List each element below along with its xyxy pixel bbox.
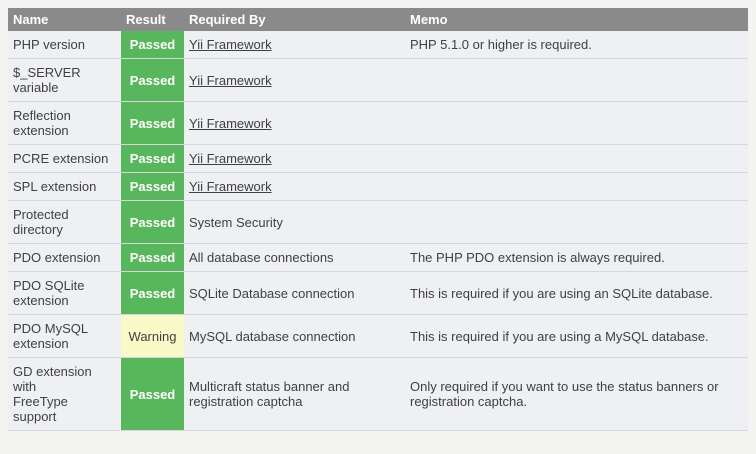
required-by-text: Multicraft status banner and registratio… xyxy=(189,379,350,409)
table-row: PCRE extension Passed Yii Framework xyxy=(8,144,748,173)
required-by-link[interactable]: Yii Framework xyxy=(189,179,272,194)
required-by-link[interactable]: Yii Framework xyxy=(189,151,272,166)
result-badge: Passed xyxy=(121,200,184,244)
table-row: GD extension with FreeType support Passe… xyxy=(8,357,748,431)
memo-cell: PHP 5.1.0 or higher is required. xyxy=(405,31,748,59)
table-row: PDO MySQL extension Warning MySQL databa… xyxy=(8,314,748,358)
name-text: GD extension with FreeType support xyxy=(13,364,92,424)
table-row: Protected directory Passed System Securi… xyxy=(8,200,748,244)
memo-cell: This is required if you are using a MySQ… xyxy=(405,314,748,358)
required-by-text: SQLite Database connection xyxy=(189,285,355,301)
memo-cell xyxy=(405,101,748,145)
required-by-cell: Yii Framework xyxy=(184,101,405,145)
required-by-text: All database connections xyxy=(189,250,334,265)
required-by-text: System Security xyxy=(189,214,283,230)
table-row: $_SERVER variable Passed Yii Framework xyxy=(8,58,748,102)
result-badge: Passed xyxy=(121,144,184,173)
memo-cell: This is required if you are using an SQL… xyxy=(405,271,748,315)
table-row: SPL extension Passed Yii Framework xyxy=(8,172,748,201)
result-badge: Passed xyxy=(121,357,184,431)
memo-cell xyxy=(405,58,748,102)
table-row: PDO extension Passed All database connec… xyxy=(8,243,748,272)
required-by-cell: MySQL database connection xyxy=(184,314,405,358)
result-badge: Passed xyxy=(121,243,184,272)
required-by-cell: All database connections xyxy=(184,243,405,272)
column-header-required-by: Required By xyxy=(184,8,405,31)
header-row: Name Result Required By Memo xyxy=(8,8,748,31)
memo-cell: Only required if you want to use the sta… xyxy=(405,357,748,431)
name-cell: PCRE extension xyxy=(8,144,121,173)
result-badge: Passed xyxy=(121,31,184,59)
name-cell: PDO MySQL extension xyxy=(8,314,121,358)
name-cell: $_SERVER variable xyxy=(8,58,121,102)
column-header-memo: Memo xyxy=(405,8,748,31)
column-header-name: Name xyxy=(8,8,121,31)
name-cell: Reflection extension xyxy=(8,101,121,145)
name-cell: PDO SQLite extension xyxy=(8,271,121,315)
name-cell: PHP version xyxy=(8,31,121,59)
result-badge: Warning xyxy=(121,314,184,358)
memo-cell: The PHP PDO extension is always required… xyxy=(405,243,748,272)
memo-cell xyxy=(405,200,748,244)
required-by-cell: Yii Framework xyxy=(184,58,405,102)
name-cell: PDO extension xyxy=(8,243,121,272)
name-cell: Protected directory xyxy=(8,200,121,244)
required-by-cell: Yii Framework xyxy=(184,31,405,59)
required-by-cell: Yii Framework xyxy=(184,172,405,201)
result-badge: Passed xyxy=(121,101,184,145)
memo-cell xyxy=(405,144,748,173)
required-by-link[interactable]: Yii Framework xyxy=(189,115,272,131)
requirements-table: Name Result Required By Memo PHP version… xyxy=(8,8,748,431)
required-by-text: MySQL database connection xyxy=(189,328,356,344)
column-header-result: Result xyxy=(121,8,184,31)
table-row: PDO SQLite extension Passed SQLite Datab… xyxy=(8,271,748,315)
result-badge: Passed xyxy=(121,58,184,102)
required-by-cell: SQLite Database connection xyxy=(184,271,405,315)
table-row: Reflection extension Passed Yii Framewor… xyxy=(8,101,748,145)
result-badge: Passed xyxy=(121,271,184,315)
result-badge: Passed xyxy=(121,172,184,201)
required-by-cell: System Security xyxy=(184,200,405,244)
name-cell: GD extension with FreeType support xyxy=(8,357,121,431)
required-by-link[interactable]: Yii Framework xyxy=(189,37,272,52)
required-by-link[interactable]: Yii Framework xyxy=(189,72,272,88)
memo-cell xyxy=(405,172,748,201)
required-by-cell: Yii Framework xyxy=(184,144,405,173)
name-cell: SPL extension xyxy=(8,172,121,201)
required-by-cell: Multicraft status banner and registratio… xyxy=(184,357,405,431)
table-row: PHP version Passed Yii Framework PHP 5.1… xyxy=(8,31,748,59)
